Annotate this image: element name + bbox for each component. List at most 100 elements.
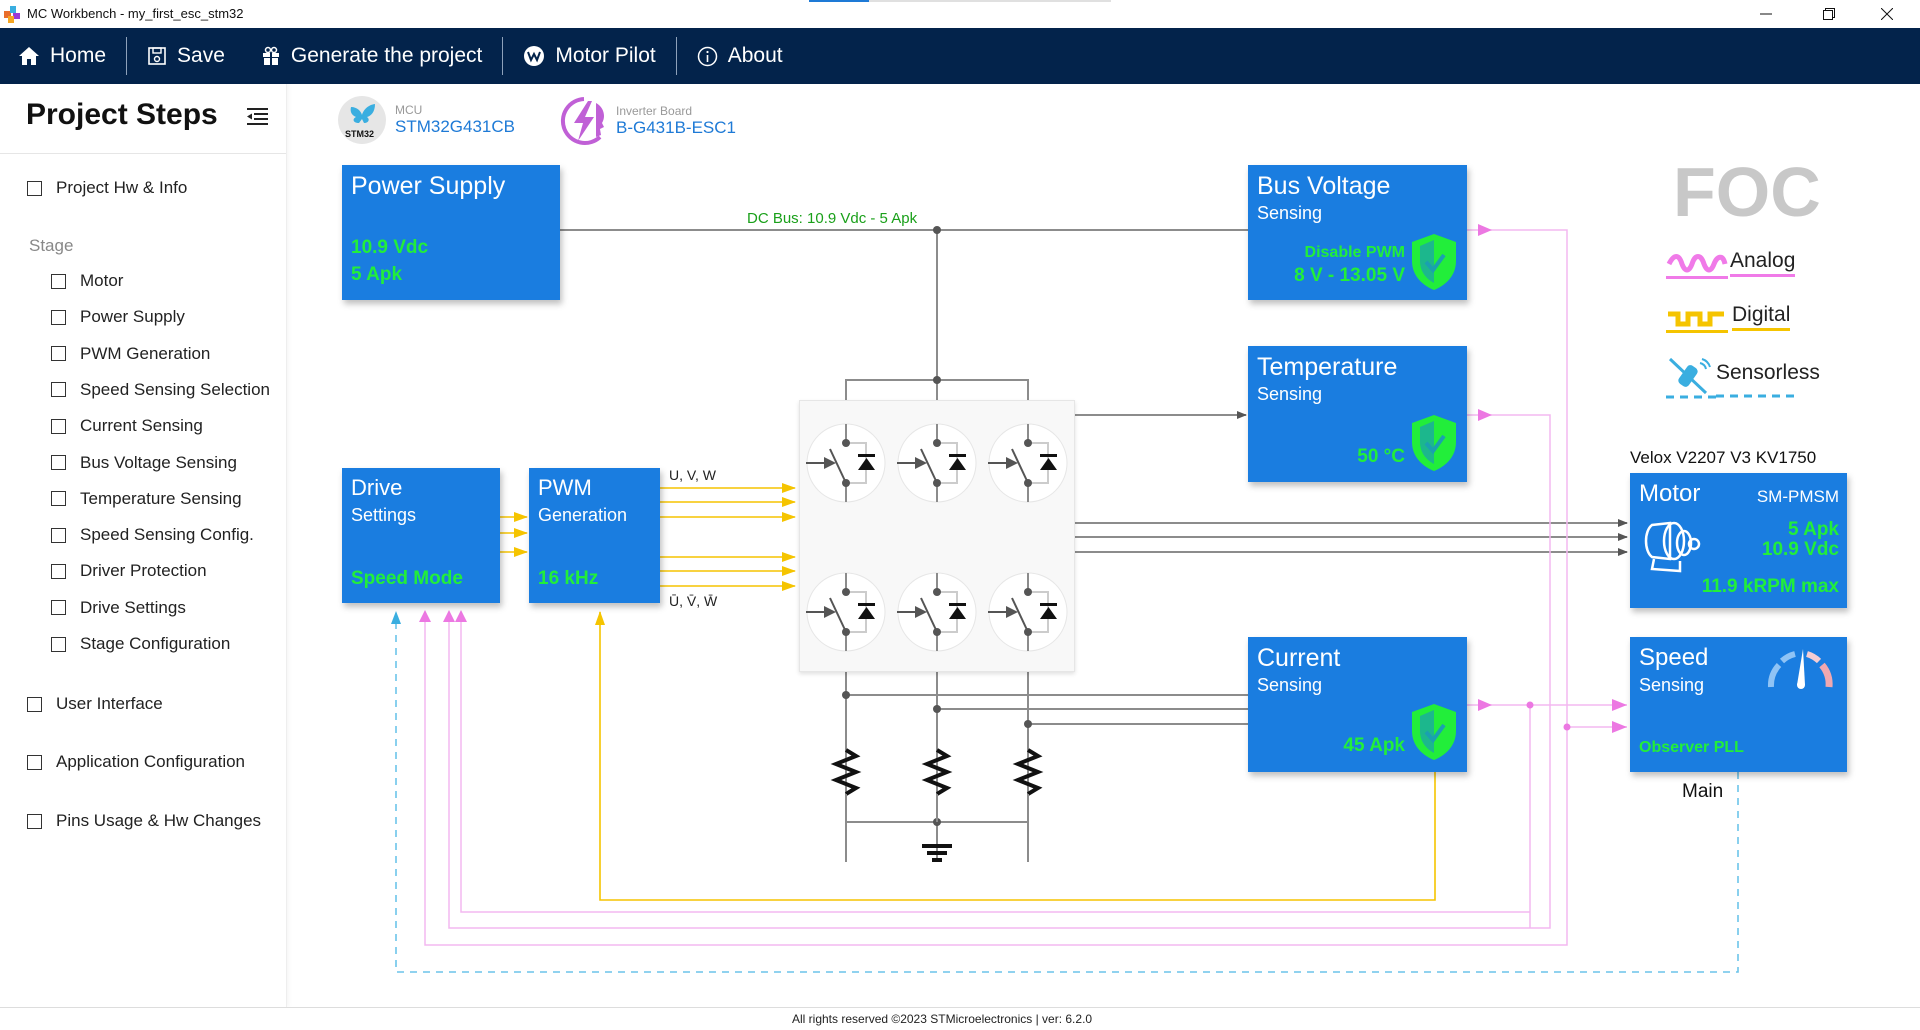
- step-checkbox[interactable]: [51, 563, 66, 579]
- close-icon: [1881, 8, 1893, 20]
- step-checkbox[interactable]: [27, 813, 42, 829]
- nav-divider: [675, 37, 677, 75]
- step-label: Motor: [80, 271, 124, 290]
- drive-settings-block[interactable]: Drive Settings Speed Mode: [342, 468, 500, 603]
- temperature-sensing-block[interactable]: Temperature Sensing 50 °C: [1248, 346, 1467, 482]
- inverter-board-value: B-G431B-ESC1: [616, 118, 736, 137]
- inverter-board-info[interactable]: Inverter Board B-G431B-ESC1: [558, 95, 736, 147]
- step-checkbox[interactable]: [27, 754, 42, 770]
- step-project-hw-info[interactable]: Project Hw & Info: [27, 178, 187, 198]
- pwm-generation-block[interactable]: PWM Generation 16 kHz: [529, 468, 660, 603]
- home-icon: [19, 47, 39, 65]
- pwm-frequency: 16 kHz: [538, 568, 599, 589]
- shield-check-icon: [1412, 234, 1456, 290]
- dc-bus-label: DC Bus: 10.9 Vdc - 5 Apk: [747, 210, 918, 227]
- speed-method: Observer PLL: [1639, 739, 1744, 756]
- step-stage-temperature-sensing[interactable]: Temperature Sensing: [51, 489, 242, 509]
- step-stage-bus-voltage-sensing[interactable]: Bus Voltage Sensing: [51, 453, 237, 473]
- block-subtitle: Sensing: [1639, 675, 1705, 695]
- nav-about-button[interactable]: About: [677, 28, 803, 84]
- bus-voltage-sensing-block[interactable]: Bus Voltage Sensing Disable PWM 8 V - 13…: [1248, 165, 1467, 300]
- step-label: PWM Generation: [80, 343, 211, 363]
- current-sensing-block[interactable]: Current Sensing 45 Apk: [1248, 637, 1467, 772]
- block-subtitle: Sensing: [1257, 203, 1323, 223]
- legend-sensorless-label: Sensorless: [1716, 361, 1820, 384]
- step-pins-usage[interactable]: Pins Usage & Hw Changes: [27, 811, 261, 831]
- nav-motor-pilot-button[interactable]: Motor Pilot: [503, 28, 675, 84]
- step-checkbox[interactable]: [51, 382, 66, 398]
- nav-generate-label: Generate the project: [290, 44, 483, 67]
- legend-digital: Digital: [1666, 303, 1791, 334]
- shield-check-icon: [1412, 704, 1456, 760]
- step-label: Pins Usage & Hw Changes: [56, 811, 262, 830]
- step-checkbox[interactable]: [51, 346, 66, 362]
- block-title: Drive: [351, 475, 403, 500]
- step-checkbox[interactable]: [27, 696, 42, 712]
- step-checkbox[interactable]: [51, 600, 66, 616]
- pwm-high-side-label: U, V, W: [669, 467, 716, 483]
- power-supply-block[interactable]: Power Supply 10.9 Vdc 5 Apk: [342, 165, 560, 300]
- footer-copyright: All rights reserved ©2023 STMicroelectro…: [792, 1012, 1093, 1026]
- nav-divider: [126, 37, 128, 75]
- power-supply-voltage: 10.9 Vdc: [351, 237, 429, 258]
- step-stage-speed-sensing-selection[interactable]: Speed Sensing Selection: [51, 380, 270, 400]
- legend-analog: Analog: [1666, 249, 1796, 280]
- inverter-board-label: Inverter Board: [616, 104, 693, 118]
- step-checkbox[interactable]: [27, 180, 42, 196]
- step-checkbox[interactable]: [51, 273, 66, 289]
- nav-home-button[interactable]: Home: [0, 28, 126, 84]
- step-checkbox[interactable]: [51, 491, 66, 507]
- block-title: Motor: [1639, 480, 1701, 507]
- close-button[interactable]: [1864, 0, 1910, 28]
- save-icon: [148, 47, 166, 65]
- step-stage-speed-sensing-config[interactable]: Speed Sensing Config.: [51, 525, 254, 545]
- step-checkbox[interactable]: [51, 527, 66, 543]
- restore-button[interactable]: [1806, 0, 1852, 28]
- collapse-sidebar-icon[interactable]: [245, 106, 269, 126]
- step-checkbox[interactable]: [51, 309, 66, 325]
- step-stage-power-supply[interactable]: Power Supply: [51, 307, 185, 327]
- step-checkbox[interactable]: [51, 418, 66, 434]
- step-checkbox[interactable]: [51, 636, 66, 652]
- legend-sensorless: Sensorless: [1666, 355, 1820, 399]
- digital-wave-icon: [1666, 311, 1728, 333]
- shield-check-icon: [1412, 415, 1456, 471]
- temperature-value: 50 °C: [1357, 446, 1405, 467]
- step-stage-drive-settings[interactable]: Drive Settings: [51, 598, 186, 618]
- mcu-info[interactable]: STM32 MCU STM32G431CB: [337, 95, 515, 145]
- block-title: PWM: [538, 475, 592, 500]
- footer: All rights reserved ©2023 STMicroelectro…: [0, 1007, 1920, 1030]
- block-subtitle: Sensing: [1257, 384, 1323, 404]
- info-icon: [697, 46, 717, 66]
- step-stage-motor[interactable]: Motor: [51, 271, 123, 291]
- nav-divider: [502, 37, 504, 75]
- step-stage-driver-protection[interactable]: Driver Protection: [51, 561, 207, 581]
- stm32-logo-text: STM32: [345, 129, 374, 139]
- nav-about-label: About: [727, 44, 783, 67]
- step-label: Speed Sensing Config.: [80, 525, 254, 545]
- step-user-interface[interactable]: User Interface: [27, 694, 163, 714]
- motor-block[interactable]: Motor SM-PMSM 5 Apk 10.9 Vdc 11.9 kRPM m…: [1630, 473, 1847, 608]
- sidebar-title: Project Steps: [26, 98, 218, 131]
- step-stage-pwm-generation[interactable]: PWM Generation: [51, 344, 210, 364]
- block-title: Bus Voltage: [1257, 172, 1391, 200]
- nav-generate-button[interactable]: Generate the project: [245, 28, 502, 84]
- minimize-button[interactable]: [1743, 0, 1789, 28]
- block-subtitle: Generation: [538, 505, 628, 525]
- speed-sensing-block[interactable]: Speed Sensing Observer PLL: [1630, 637, 1847, 772]
- restore-icon: [1823, 8, 1835, 20]
- step-checkbox[interactable]: [51, 455, 66, 470]
- nav-save-button[interactable]: Save: [127, 28, 245, 84]
- block-title: Current: [1257, 644, 1341, 672]
- step-label: User Interface: [56, 694, 163, 713]
- power-supply-current: 5 Apk: [351, 264, 403, 285]
- step-stage-stage-configuration[interactable]: Stage Configuration: [51, 634, 230, 654]
- step-application-configuration[interactable]: Application Configuration: [27, 752, 245, 772]
- current-value: 45 Apk: [1343, 735, 1405, 756]
- inverter-board-icon: [560, 97, 604, 145]
- loading-progress-bar: [809, 0, 1111, 2]
- step-label: Driver Protection: [80, 561, 207, 581]
- mcu-label: MCU: [395, 103, 423, 117]
- step-stage-current-sensing[interactable]: Current Sensing: [51, 416, 203, 436]
- step-label: Bus Voltage Sensing: [80, 452, 237, 472]
